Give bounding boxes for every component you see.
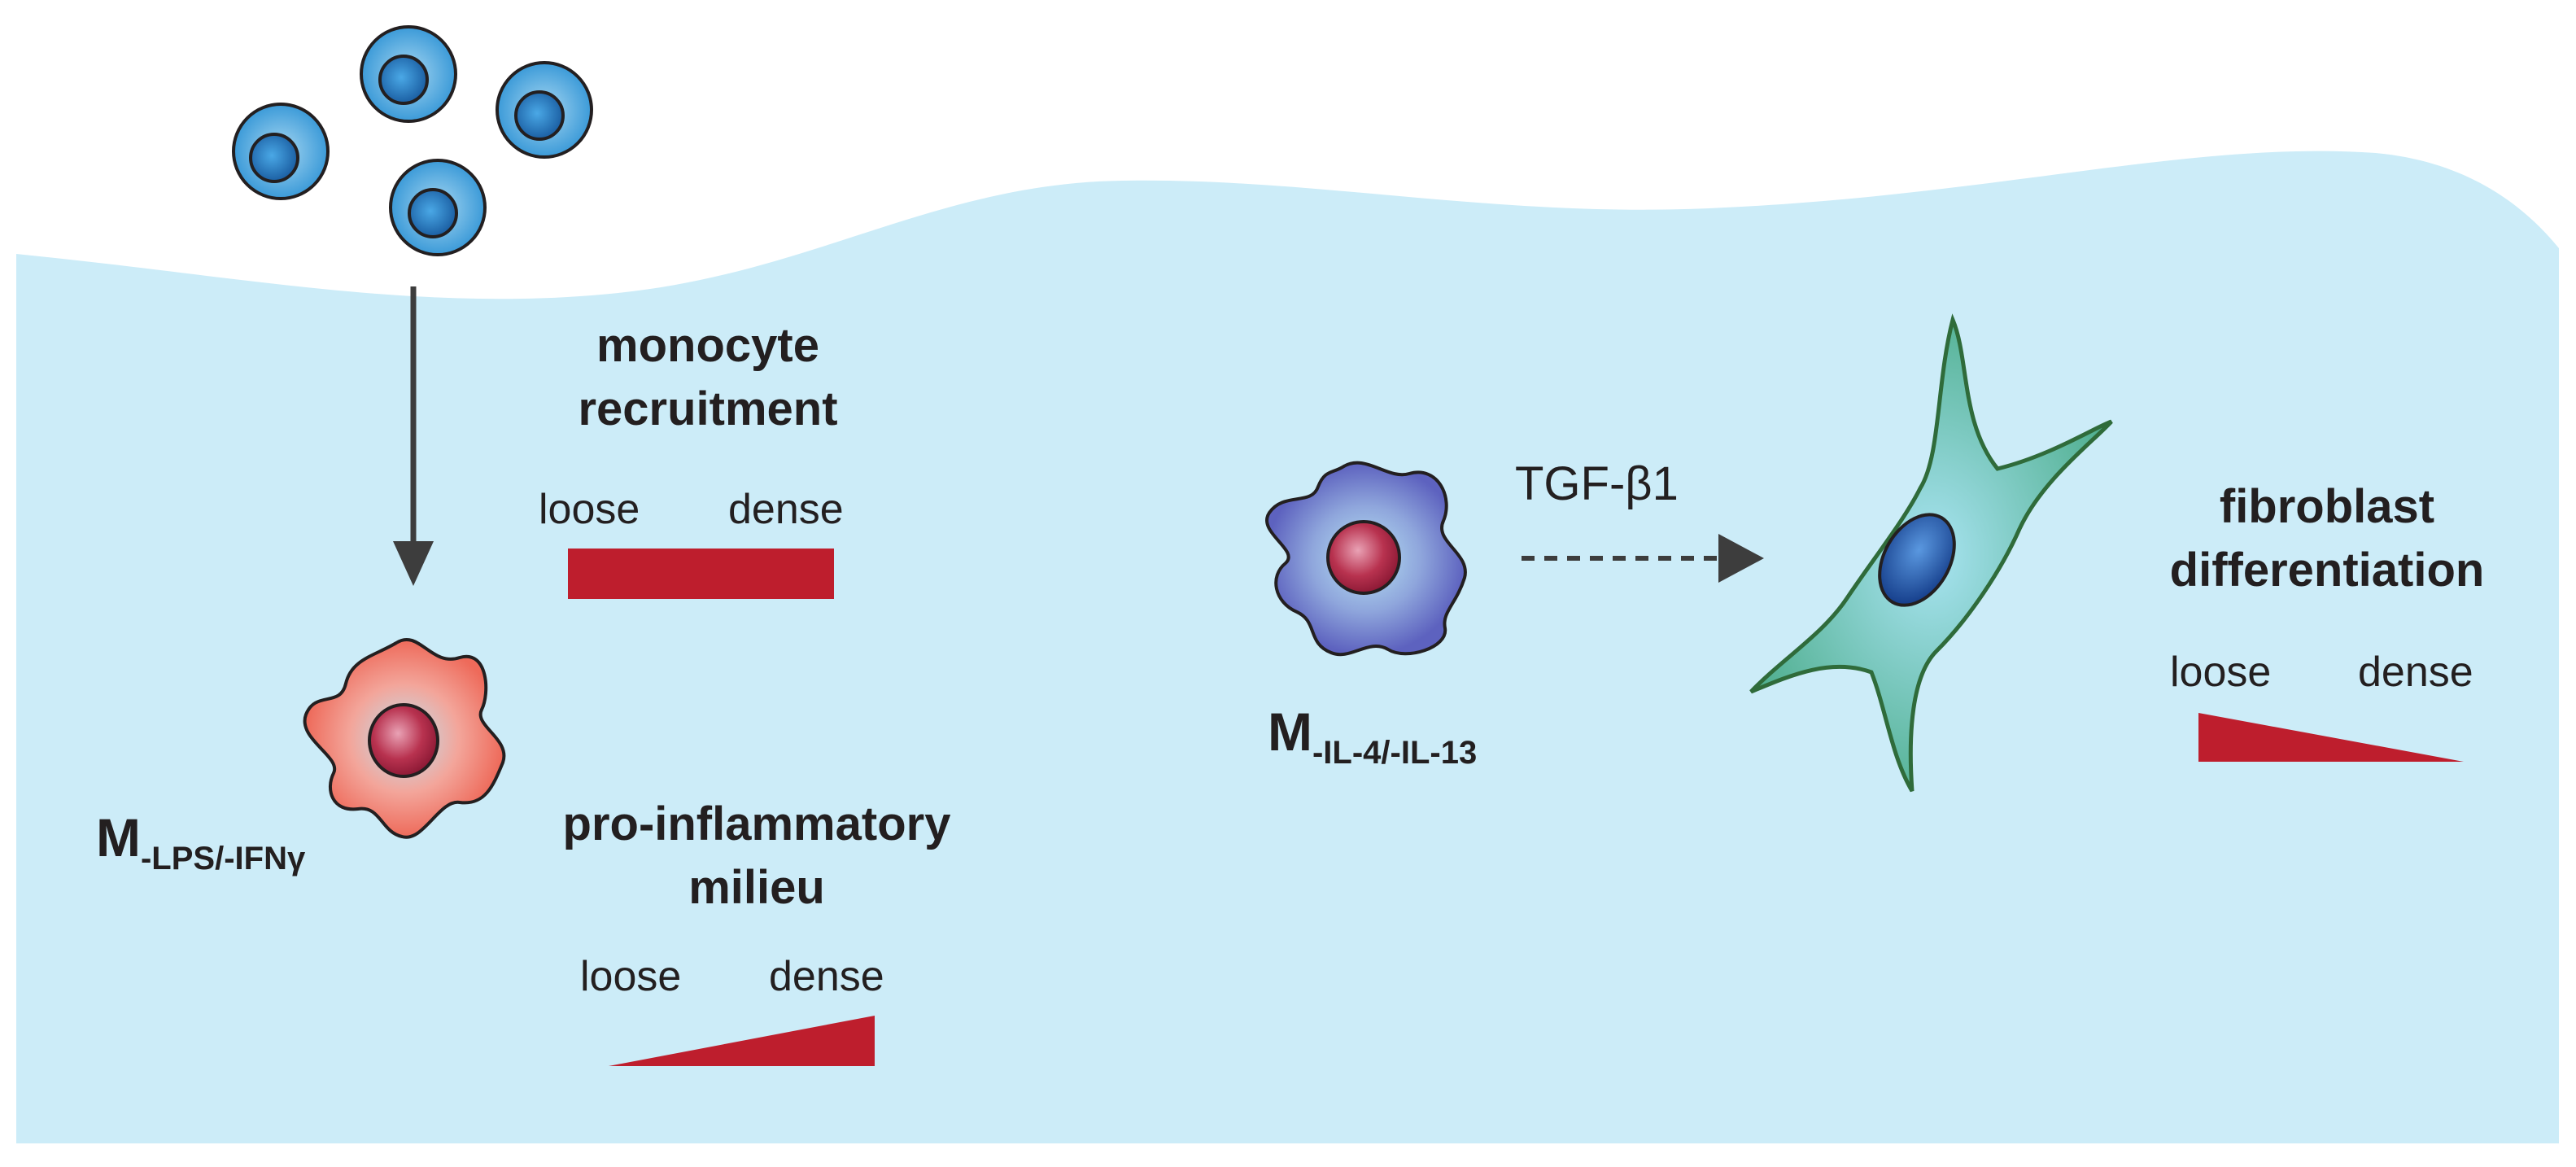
antiinflammatory-macrophage-icon <box>1265 461 1467 657</box>
recruitment-title-line1: monocyte <box>596 319 819 372</box>
monocyte-cell-icon <box>232 103 330 200</box>
fibroblast-title-line2: differentiation <box>2169 544 2485 597</box>
inflammatory-dense-label: dense <box>769 953 884 1000</box>
recruitment-trend-bar <box>568 549 834 599</box>
fibroblast-title-line1: fibroblast <box>2219 480 2435 533</box>
recruitment-title: monocyte recruitment <box>521 322 895 433</box>
monocyte-cell-icon <box>496 61 593 159</box>
monocyte-cell-icon <box>360 25 457 123</box>
inflammatory-title-line2: milieu <box>688 861 825 914</box>
fibroblast-dense-label: dense <box>2358 649 2473 696</box>
tgf-signal-arrow <box>1522 534 1764 583</box>
fibroblast-trend-wedge <box>2198 713 2464 762</box>
macrophage-il4-label-sub: -IL-4/-IL-13 <box>1312 735 1478 771</box>
inflammatory-title-line1: pro-inflammatory <box>562 798 951 850</box>
macrophage-lps-label-main: M <box>96 807 141 868</box>
macrophage-lps-label-sub: -LPS/-IFNγ <box>140 841 306 876</box>
inflammatory-trend-wedge <box>609 1016 875 1066</box>
monocyte-cell-icon <box>389 159 487 256</box>
fibroblast-title: fibroblast differentiation <box>2124 483 2530 594</box>
recruitment-arrow <box>393 286 434 586</box>
proinflammatory-macrophage-icon <box>303 637 506 839</box>
macrophage-il4-label: M-IL-4/-IL-13 <box>1268 705 1477 769</box>
fibroblast-loose-label: loose <box>2170 649 2272 696</box>
recruitment-title-line2: recruitment <box>578 382 838 435</box>
inflammatory-title: pro-inflammatory milieu <box>521 801 993 911</box>
recruitment-dense-label: dense <box>728 486 844 533</box>
inflammatory-loose-label: loose <box>580 953 682 1000</box>
macrophage-lps-label: M-LPS/-IFNγ <box>96 811 305 875</box>
tgf-label: TGF-β1 <box>1515 457 1679 510</box>
recruitment-loose-label: loose <box>539 486 640 533</box>
fibroblast-cell-icon <box>1749 313 2113 793</box>
macrophage-il4-label-main: M <box>1268 702 1312 762</box>
tissue-region <box>16 151 2559 1143</box>
